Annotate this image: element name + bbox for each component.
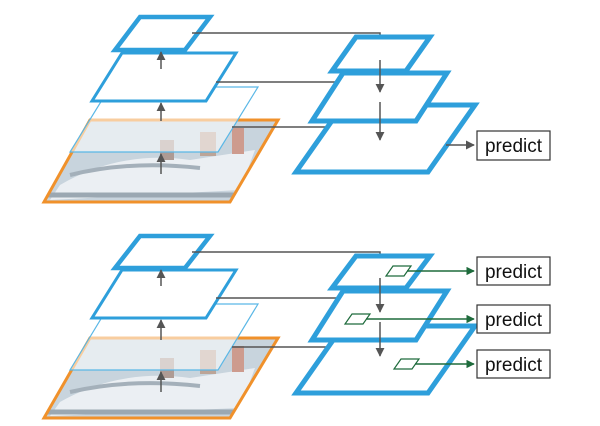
bottom-output-level-mid (307, 288, 452, 343)
top-pyramid-level-mid (89, 51, 239, 103)
top-predict-label: predict (485, 136, 543, 157)
bottom-pyramid-level-mid (89, 268, 239, 320)
bottom-anchor-box-3 (392, 358, 421, 370)
bottom-anchor-box-2 (343, 313, 372, 325)
bottom-predict-label-3: predict (485, 355, 543, 376)
bottom-anchor-box-1 (384, 265, 413, 277)
bottom-output-level-large (291, 323, 480, 396)
bottom-pyramid-level-top (110, 233, 215, 271)
bottom-diagram: predict predict predict (41, 233, 551, 420)
bottom-predict-label-1: predict (485, 262, 543, 283)
top-output-level-small (327, 34, 435, 74)
bottom-output-level-small (327, 253, 435, 291)
top-pyramid-level-top (110, 14, 215, 53)
bottom-predict-box-3 (476, 349, 551, 379)
top-output-level-mid (307, 70, 452, 124)
top-diagram: predict (41, 14, 551, 204)
top-predict-box (476, 130, 551, 161)
bottom-predict-box-1 (476, 256, 551, 286)
bottom-predict-label-2: predict (485, 310, 543, 331)
bottom-predict-box-2 (476, 304, 551, 334)
